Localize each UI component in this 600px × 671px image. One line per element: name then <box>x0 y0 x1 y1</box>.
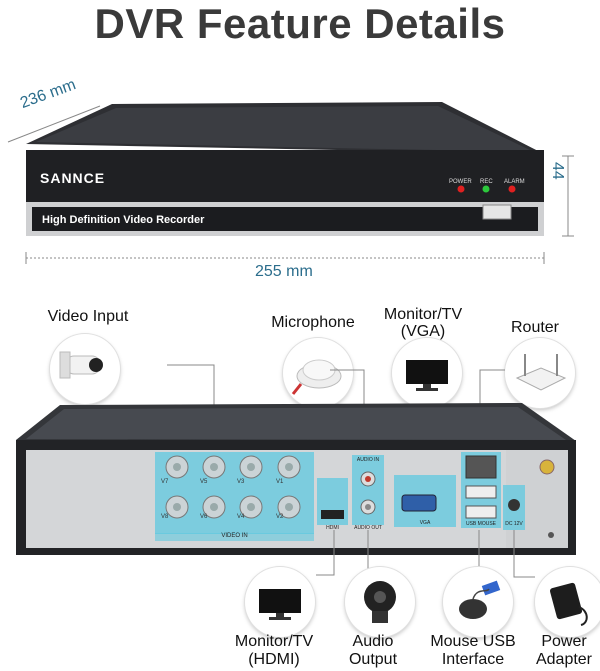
router-icon <box>505 338 575 408</box>
power-led-icon <box>457 185 465 193</box>
usb-mouse-label: USB MOUSE <box>465 521 496 527</box>
monitor-hdmi-label-line2: (HDMI) <box>248 651 300 668</box>
rec-led-label: REC <box>480 179 493 185</box>
mouse-usb-label-line2: Interface <box>441 651 505 668</box>
audio-output-label-line1: Audio <box>352 633 394 650</box>
microphone-label: Microphone <box>271 314 355 331</box>
microphone-icon <box>283 338 353 408</box>
rec-led-icon <box>482 185 490 193</box>
router-label: Router <box>510 319 560 336</box>
dvr-front-face <box>26 150 544 202</box>
monitor-vga-label-line1: Monitor/TV <box>383 306 463 323</box>
hdmi-monitor-icon <box>245 567 315 637</box>
video-input-label: Video Input <box>47 308 129 325</box>
usb-port-icon <box>465 505 497 519</box>
power-adapter-icon <box>535 567 600 637</box>
monitor-hdmi-label-line1: Monitor/TV <box>234 633 314 650</box>
vga-port-label: VGA <box>419 520 431 526</box>
power-adapter-label-line1: Power <box>541 633 587 650</box>
audio-output-label-line2: Output <box>348 651 398 668</box>
dc-power-port-icon <box>508 499 520 511</box>
audio-out-label: AUDIO OUT <box>354 525 382 531</box>
hdmi-port-label: HDMI <box>326 525 339 531</box>
mouse-icon <box>443 567 513 637</box>
ground-screw-icon <box>539 459 555 475</box>
hdmi-line <box>316 530 335 576</box>
model-text: High Definition Video Recorder <box>42 214 205 226</box>
width-dimension-label: 255 mm <box>255 263 313 280</box>
power-led-label: POWER <box>449 179 472 185</box>
depth-dimension-line <box>7 105 101 143</box>
brand-logo: SANNCE <box>40 170 106 186</box>
alarm-led-icon <box>508 185 516 193</box>
power-adapter-label-line2: Adapter <box>535 651 593 668</box>
usb-port-icon <box>465 485 497 499</box>
hdmi-port-icon <box>321 510 344 519</box>
page-title: DVR Feature Details <box>94 0 506 47</box>
mouse-usb-label-line1: Mouse USB <box>430 633 516 650</box>
dvr-rear-illustration <box>16 364 576 578</box>
dvr-front-illustration <box>7 102 574 264</box>
power-line <box>513 530 535 578</box>
monitor-vga-label-line2: (VGA) <box>400 323 446 340</box>
lan-port-icon <box>465 455 497 479</box>
dc12v-label: DC 12V <box>505 521 523 527</box>
alarm-led-label: ALARM <box>504 179 525 185</box>
audio-in-label: AUDIO IN <box>356 457 380 463</box>
camera-icon <box>50 334 120 404</box>
speaker-icon <box>345 567 415 637</box>
front-usb-port-icon <box>482 204 512 220</box>
vga-monitor-icon <box>392 338 462 408</box>
video-in-label: VIDEO IN <box>221 533 248 539</box>
vga-port-icon <box>401 494 437 512</box>
